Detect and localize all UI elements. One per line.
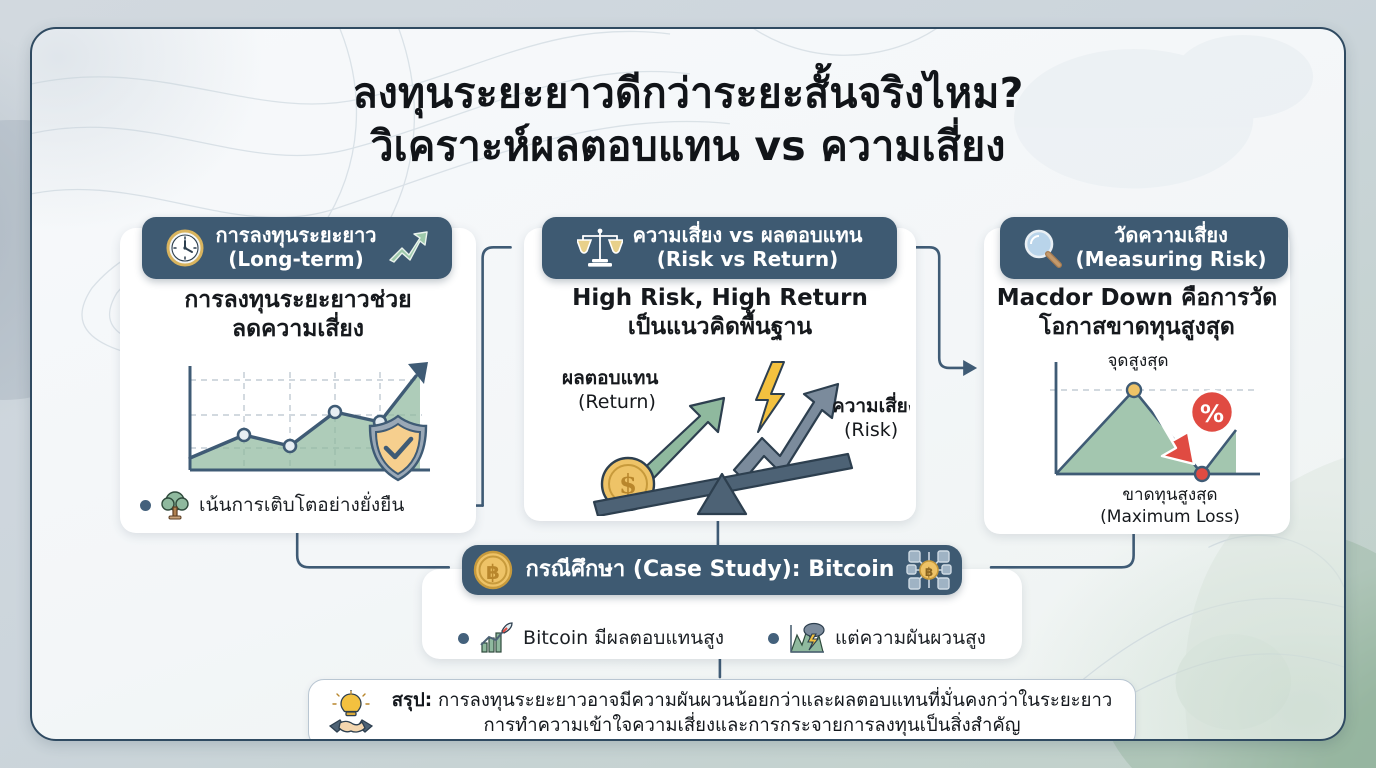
summary-bar: สรุป: การลงทุนระยะยาวอาจมีความผันผวนน้อย…	[308, 679, 1136, 739]
infographic-frame: ลงทุนระยะยาวดีกว่าระยะสั้นจริงไหม? วิเคร…	[30, 27, 1346, 741]
pill-case-study-label: กรณีศึกษา (Case Study): Bitcoin	[525, 557, 895, 583]
card-risk-return-heading: High Risk, High Return เป็นแนวคิดพื้นฐาน	[572, 285, 868, 341]
connector-arrowhead	[963, 359, 978, 376]
pill-measuring-risk[interactable]: วัดความเสี่ยง (Measuring Risk)	[1000, 217, 1288, 279]
clock-icon	[166, 229, 204, 267]
case-study-item-label: แต่ความผันผวนสูง	[835, 627, 986, 649]
connector-c1-to-btc	[295, 530, 451, 569]
case-study-item-label: Bitcoin มีผลตอบแทนสูง	[523, 627, 724, 649]
bullet-label: เน้นการเติบโตอย่างยั่งยืน	[199, 494, 405, 516]
svg-text:฿: ฿	[486, 560, 500, 584]
case-study-item-volatility: แต่ความผันผวนสูง	[768, 621, 986, 655]
blockchain-network-icon: ฿	[906, 550, 953, 590]
label-peak: จุดสูงสุด	[1107, 351, 1168, 371]
trough-marker	[1193, 465, 1211, 483]
magnifier-icon	[1025, 229, 1063, 268]
shield-check-icon	[368, 414, 428, 482]
label-return-en: (Return)	[578, 391, 656, 413]
connector-c3-to-btc	[989, 531, 1135, 569]
peak-marker	[1125, 381, 1143, 399]
pill-risk-return-text: ความเสี่ยง vs ผลตอบแทน (Risk vs Return)	[632, 223, 863, 271]
pill-measuring-risk-text: วัดความเสี่ยง (Measuring Risk)	[1075, 223, 1267, 271]
scales-icon	[576, 228, 623, 267]
bitcoin-coin-icon: ฿	[473, 550, 512, 590]
label-trough-th: ขาดทุนสูงสุด	[1122, 485, 1217, 505]
pill-long-term[interactable]: การลงทุนระยะยาว (Long-term)	[142, 217, 452, 279]
trend-arrow-icon	[388, 231, 428, 263]
svg-text:$: $	[619, 470, 637, 500]
case-study-items: Bitcoin มีผลตอบแทนสูง แต่ความผันผวนสูง	[422, 621, 1022, 655]
summary-line-1: สรุป: การลงทุนระยะยาวอาจมีความผันผวนน้อย…	[387, 689, 1117, 714]
label-risk-en: (Risk)	[844, 419, 898, 441]
lightbulb-handshake-icon	[328, 689, 374, 733]
bullet-dot	[458, 632, 470, 644]
page-title: ลงทุนระยะยาวดีกว่าระยะสั้นจริงไหม? วิเคร…	[32, 67, 1344, 174]
connector-to-card2	[481, 246, 512, 507]
bullet-dot	[140, 499, 151, 511]
card-measuring-risk: Macdor Down คือการวัด โอกาสขาดทุนสูงสุด …	[984, 228, 1290, 534]
bullet-dot	[768, 632, 779, 644]
pill-case-study[interactable]: ฿ กรณีศึกษา (Case Study): Bitcoin ฿	[462, 545, 962, 595]
pill-long-term-text: การลงทุนระยะยาว (Long-term)	[215, 223, 377, 271]
label-risk-th: ความเสี่ยง	[832, 392, 910, 417]
storm-volatility-icon	[790, 622, 825, 653]
case-study-item-return: Bitcoin มีผลตอบแทนสูง	[458, 621, 724, 655]
bullet-sustainable-growth: เน้นการเติบโตอย่างยั่งยืน	[140, 490, 404, 520]
growth-chart-illustration	[188, 362, 430, 482]
title-line-1: ลงทุนระยะยาวดีกว่าระยะสั้นจริงไหม?	[352, 69, 1024, 117]
label-return-th: ผลตอบแทน	[562, 367, 658, 389]
summary-text: สรุป: การลงทุนระยะยาวอาจมีความผันผวนน้อย…	[387, 689, 1135, 738]
pill-risk-return[interactable]: ความเสี่ยง vs ผลตอบแทน (Risk vs Return)	[542, 217, 897, 279]
title-line-2: วิเคราะห์ผลตอบแทน vs ความเสี่ยง	[370, 122, 1006, 171]
card-measuring-risk-heading: Macdor Down คือการวัด โอกาสขาดทุนสูงสุด	[996, 285, 1278, 341]
drawdown-chart-illustration: จุดสูงสุด % ขาดทุนสูงสุด (Maximum Loss)	[1050, 351, 1260, 526]
seesaw-balance-illustration: ผลตอบแทน (Return) $ ความเสี่ยง (Risk)	[562, 361, 910, 516]
summary-prefix: สรุป:	[391, 689, 433, 711]
label-trough-en: (Maximum Loss)	[1100, 507, 1240, 526]
tree-icon	[161, 491, 189, 520]
card-long-term-heading: การลงทุนระยะยาวช่วย ลดความเสี่ยง	[184, 287, 412, 343]
percent-badge: %	[1189, 389, 1235, 435]
rocket-chart-icon	[480, 622, 513, 653]
summary-line-1-text: การลงทุนระยะยาวอาจมีความผันผวนน้อยกว่าแล…	[432, 689, 1113, 711]
summary-line-2: การทำความเข้าใจความเสี่ยงและการกระจายการ…	[483, 714, 1021, 736]
svg-text:%: %	[1200, 400, 1224, 428]
svg-text:฿: ฿	[925, 565, 933, 579]
